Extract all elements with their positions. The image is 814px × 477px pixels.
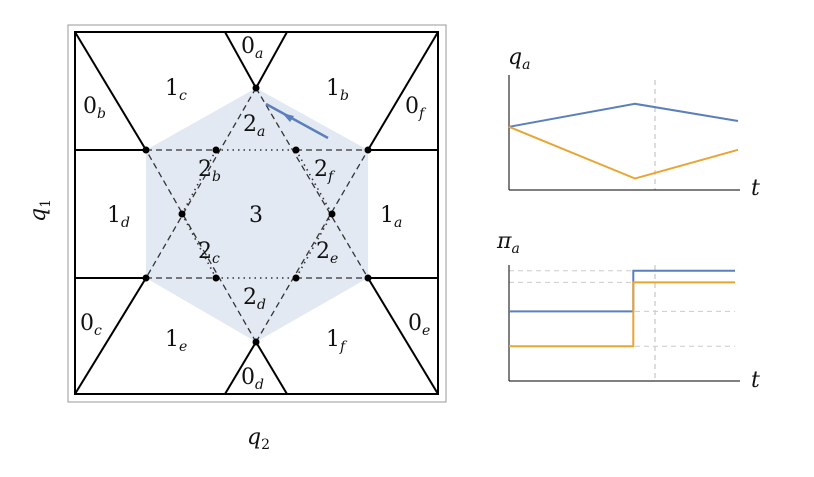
vertices xyxy=(142,84,372,346)
vertex xyxy=(212,146,220,154)
region-label-1c: 1c xyxy=(165,76,187,104)
region-label-3: 3 xyxy=(249,203,263,228)
y-axis-label: q1 xyxy=(26,199,54,222)
region-label-0e: 0e xyxy=(408,311,430,339)
vertex xyxy=(142,146,150,154)
phase-diagram: 0a 0b 0c 0d 0e 0f 1a 1b 1c 1d 1e 1f 2a 2… xyxy=(26,24,447,453)
vertex xyxy=(364,274,372,282)
series-layer xyxy=(508,102,739,180)
q-plot: qa t xyxy=(508,45,760,201)
region-label-1d: 1d xyxy=(107,203,130,231)
region-label-2e: 2e xyxy=(316,239,338,267)
region-label-1e: 1e xyxy=(165,327,187,355)
region-label-0f: 0f xyxy=(405,94,427,122)
region-label-0b: 0b xyxy=(83,94,106,122)
series-line-orange xyxy=(509,281,735,348)
outer-frame xyxy=(67,24,447,403)
vertex xyxy=(252,84,260,92)
region-label-2f: 2f xyxy=(314,157,336,185)
region-label-2c: 2c xyxy=(198,239,220,267)
series-line-blue xyxy=(508,102,739,128)
vertex xyxy=(212,274,220,282)
dashed-boundaries xyxy=(145,87,369,343)
vertex xyxy=(142,274,150,282)
vertex xyxy=(178,210,186,218)
region-label-2b: 2b xyxy=(198,157,221,185)
region-labels: 0a 0b 0c 0d 0e 0f 1a 1b 1c 1d 1e 1f 2a 2… xyxy=(80,34,430,393)
dotted-boundaries xyxy=(181,149,333,279)
region-label-1f: 1f xyxy=(326,327,348,355)
q-plot-x-label: t xyxy=(751,176,760,201)
plot-frame xyxy=(74,31,439,395)
series-layer xyxy=(509,269,735,348)
region-label-1a: 1a xyxy=(380,203,402,231)
vertex xyxy=(292,146,300,154)
vertex xyxy=(292,274,300,282)
pi-plot: πa t xyxy=(496,229,760,393)
q-plot-y-label: qa xyxy=(508,45,530,73)
region-label-2a: 2a xyxy=(243,112,265,140)
series-line-orange xyxy=(508,125,739,180)
vertex xyxy=(252,338,260,346)
vertex xyxy=(364,146,372,154)
region-label-1b: 1b xyxy=(326,76,349,104)
region-label-0d: 0d xyxy=(241,365,264,393)
pi-plot-x-label: t xyxy=(751,368,760,393)
region-label-0a: 0a xyxy=(241,34,263,62)
x-axis-label: q2 xyxy=(247,425,270,453)
region-label-2d: 2d xyxy=(243,285,266,313)
region-label-0c: 0c xyxy=(80,311,102,339)
series-line-blue xyxy=(509,269,735,313)
vertex xyxy=(328,210,336,218)
pi-plot-y-label: πa xyxy=(496,229,520,257)
solid-boundaries xyxy=(74,31,439,395)
trajectory-arrow xyxy=(265,102,329,140)
